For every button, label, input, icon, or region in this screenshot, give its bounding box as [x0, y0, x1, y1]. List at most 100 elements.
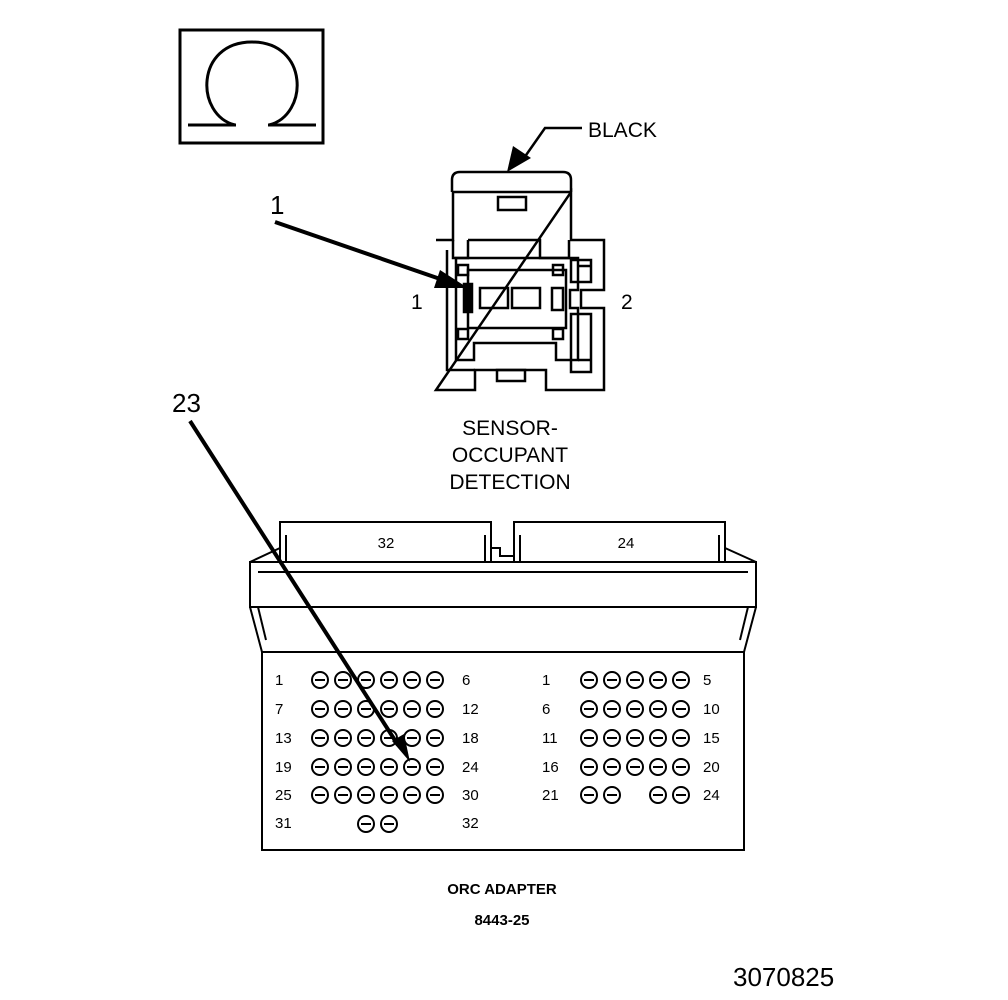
left-row-start: 13 [275, 730, 292, 747]
left-row-end: 24 [462, 759, 479, 776]
pin-cavity [672, 758, 690, 776]
sensor-name-line-3: DETECTION [449, 471, 570, 494]
pin-cavity [649, 700, 667, 718]
terminal-callout-number: 1 [270, 190, 284, 220]
pin-cavity [426, 786, 444, 804]
pin-cavity [580, 671, 598, 689]
pin-cavity [649, 786, 667, 804]
adapter-tabs: 32 24 [378, 535, 635, 552]
pin-cavity [426, 729, 444, 747]
pin-cavity [311, 700, 329, 718]
adapter-part-number: 8443-25 [474, 912, 529, 929]
pin-cavity [649, 729, 667, 747]
adapter-title: ORC ADAPTER [447, 881, 557, 898]
pin-cavity [626, 700, 644, 718]
pin-cavity [672, 786, 690, 804]
pin-label-right: 2 [621, 291, 633, 314]
pin-cavity [380, 758, 398, 776]
right-row-start: 16 [542, 759, 559, 776]
pin-cavity [334, 786, 352, 804]
pin-cavity [357, 758, 375, 776]
pin-cavity [334, 700, 352, 718]
pin-cavity [626, 671, 644, 689]
left-row-end: 30 [462, 787, 479, 804]
right-row-end: 24 [703, 787, 720, 804]
pin-cavity [626, 729, 644, 747]
pin-cavity [426, 700, 444, 718]
pin-cavity [580, 758, 598, 776]
sensor-connector [433, 170, 606, 392]
pin-cavity [403, 786, 421, 804]
pin-cavity [311, 786, 329, 804]
right-row-end: 10 [703, 701, 720, 718]
tab-label-right: 24 [618, 535, 635, 552]
pin-cavity [672, 729, 690, 747]
pin-cavities [311, 671, 690, 833]
tab-label-left: 32 [378, 535, 395, 552]
pin-cavity [403, 700, 421, 718]
right-row-start: 6 [542, 701, 550, 718]
pin-cavity [580, 729, 598, 747]
sensor-name: SENSOR- OCCUPANT DETECTION [449, 417, 570, 494]
right-row-start: 11 [542, 730, 558, 747]
left-row-end: 32 [462, 815, 479, 832]
right-block-labels: 1 6 11 16 21 5 10 15 20 24 [542, 672, 720, 804]
pin-cavity [357, 786, 375, 804]
left-row-start: 7 [275, 701, 283, 718]
color-callout: BLACK [507, 119, 657, 172]
pin-cavity [426, 758, 444, 776]
terminal-callout: 1 [270, 190, 468, 288]
left-row-start: 19 [275, 759, 292, 776]
pin-callout-number: 23 [172, 388, 201, 418]
pin-cavity [672, 700, 690, 718]
pin-cavity [380, 700, 398, 718]
sensor-name-line-1: SENSOR- [462, 417, 558, 440]
pin-cavity [603, 758, 621, 776]
pin-cavity [334, 758, 352, 776]
pin-cavity [603, 786, 621, 804]
sensor-name-line-2: OCCUPANT [452, 444, 568, 467]
left-row-end: 6 [462, 672, 470, 689]
pin-cavity [426, 671, 444, 689]
pin-cavity [357, 729, 375, 747]
right-row-end: 15 [703, 730, 720, 747]
right-row-start: 21 [542, 787, 559, 804]
pin-cavity [603, 671, 621, 689]
pin-cavity [380, 786, 398, 804]
left-row-end: 18 [462, 730, 479, 747]
left-row-start: 1 [275, 672, 283, 689]
pin-cavity [649, 758, 667, 776]
pin-cavity [672, 671, 690, 689]
figure-id: 3070825 [733, 962, 834, 992]
pin-callout: 23 [172, 388, 410, 762]
left-row-end: 12 [462, 701, 479, 718]
pin-cavity [311, 671, 329, 689]
pin-cavity [380, 815, 398, 833]
pin-cavity [311, 729, 329, 747]
adapter-caption: ORC ADAPTER 8443-25 [447, 881, 557, 929]
left-row-start: 25 [275, 787, 292, 804]
pin-cavity [603, 700, 621, 718]
left-row-start: 31 [275, 815, 292, 832]
right-row-end: 5 [703, 672, 711, 689]
pin-cavity [649, 671, 667, 689]
pin-cavity [334, 671, 352, 689]
pin-cavity [626, 758, 644, 776]
right-row-end: 20 [703, 759, 720, 776]
ohm-symbol-box [178, 28, 325, 145]
pin-cavity [580, 700, 598, 718]
orc-adapter-body [249, 521, 757, 851]
pin-cavity [403, 729, 421, 747]
pin-label-left: 1 [411, 291, 423, 314]
right-row-start: 1 [542, 672, 550, 689]
pin-cavity [580, 786, 598, 804]
color-label: BLACK [588, 119, 657, 142]
ohm-icon [205, 40, 299, 127]
pin-cavity [603, 729, 621, 747]
pin-cavity [403, 758, 421, 776]
pin-cavity [403, 671, 421, 689]
pin-cavity [380, 671, 398, 689]
left-block-labels: 1 7 13 19 25 31 6 12 18 24 30 32 [275, 672, 479, 832]
pin-cavity [357, 815, 375, 833]
